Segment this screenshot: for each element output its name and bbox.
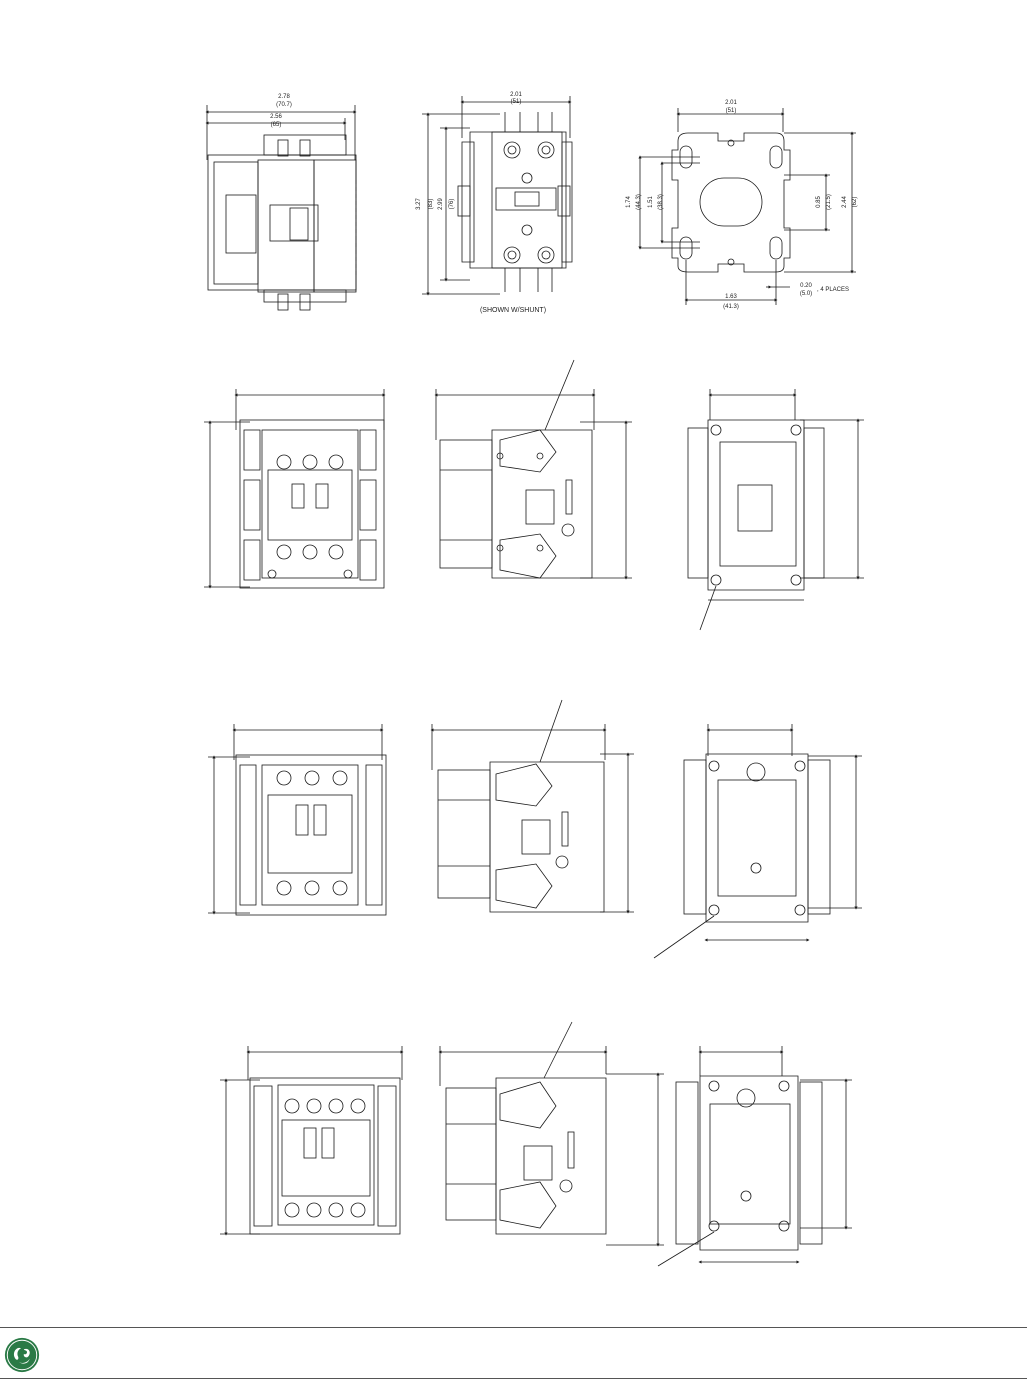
hole-span-mm: (44.3)	[636, 194, 642, 210]
ge-monogram-icon	[4, 1337, 40, 1373]
inner-width-dim: 2.56	[270, 114, 282, 120]
inner-height-mm: (76)	[449, 199, 455, 210]
footer-bottom-rule	[0, 1378, 1027, 1379]
front-view-drawing	[422, 96, 573, 296]
overall-width-dim: 2.78	[278, 94, 290, 100]
inner-width-mm: (65)	[271, 122, 282, 128]
row4-rear-view	[657, 1046, 852, 1267]
plate-width-mm: (51)	[726, 108, 737, 114]
front-width-mm: (51)	[511, 99, 522, 105]
row2-rear-view	[687, 389, 864, 631]
row2-front-view	[204, 389, 386, 589]
row3-side-view	[430, 699, 634, 914]
mounting-plate-dimensions: 2.01 (51) 1.74 (44.3) 1.51 (38.3) 0.85 (…	[626, 100, 858, 310]
outer-height-mm: (83)	[428, 199, 434, 210]
inner-height-dim: 2.99	[438, 198, 444, 210]
hole-dia-dim: 0.20	[800, 283, 812, 289]
hole-span-dim: 1.74	[626, 196, 632, 208]
center-height-dim: 0.85	[816, 196, 822, 208]
row4-side-view	[438, 1021, 664, 1247]
footer-top-rule	[0, 1327, 1027, 1328]
center-height-mm: (21.5)	[826, 194, 832, 210]
front-view-dimensions: 2.01 (51) 3.27 (83) 2.99 (76) (SHOWN W/S…	[416, 92, 546, 314]
bottom-span-mm: (41.3)	[723, 304, 739, 310]
side-view-drawing	[205, 105, 357, 311]
row3-front-view	[208, 724, 387, 916]
front-width-dim: 2.01	[510, 92, 522, 98]
inner-hole-span-dim: 1.51	[648, 196, 654, 208]
overall-width-mm: (70.7)	[276, 102, 292, 108]
plate-width-dim: 2.01	[725, 100, 737, 106]
row3-rear-view	[653, 724, 862, 959]
shunt-caption: (SHOWN W/SHUNT)	[480, 307, 546, 314]
inner-hole-span-mm: (38.3)	[658, 194, 664, 210]
row4-front-view	[220, 1046, 404, 1236]
hole-dia-mm: (5.0)	[800, 291, 812, 297]
plate-height-mm: (62)	[852, 197, 858, 208]
side-view-dimensions: 2.78 (70.7) 2.56 (65)	[270, 94, 292, 128]
outer-height-dim: 3.27	[416, 198, 422, 210]
row2-side-view	[434, 359, 632, 580]
hole-count-note: , 4 PLACES	[817, 287, 849, 293]
bottom-span-dim: 1.63	[725, 294, 737, 300]
mounting-plate-drawing	[638, 108, 856, 305]
plate-height-dim: 2.44	[842, 196, 848, 208]
